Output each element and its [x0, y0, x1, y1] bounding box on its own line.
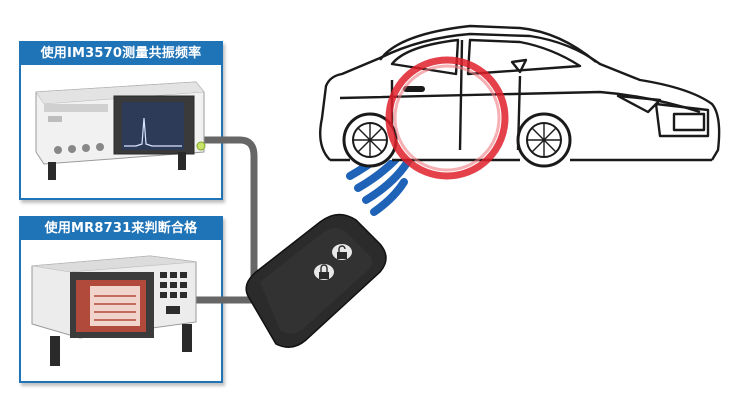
lock-button-icon	[314, 264, 334, 280]
unlock-button-icon	[332, 244, 352, 260]
mr8731-panel-title: 使用MR8731来判断合格	[21, 218, 221, 240]
smart-key-icon	[245, 213, 387, 348]
car-grille	[654, 102, 710, 138]
door-highlight-circle	[385, 56, 509, 180]
car-headlight	[616, 94, 662, 114]
car-license-plate	[672, 112, 706, 132]
car-wheels	[342, 112, 572, 168]
im3570-panel-title: 使用IM3570测量共振频率	[21, 43, 221, 65]
im3570-analyzer-icon	[35, 81, 206, 180]
mr8731-recorder-icon	[31, 255, 197, 366]
car-windows	[390, 38, 582, 76]
door-handle	[403, 86, 425, 92]
car-mirror	[510, 58, 528, 74]
car-roofline	[379, 24, 597, 63]
